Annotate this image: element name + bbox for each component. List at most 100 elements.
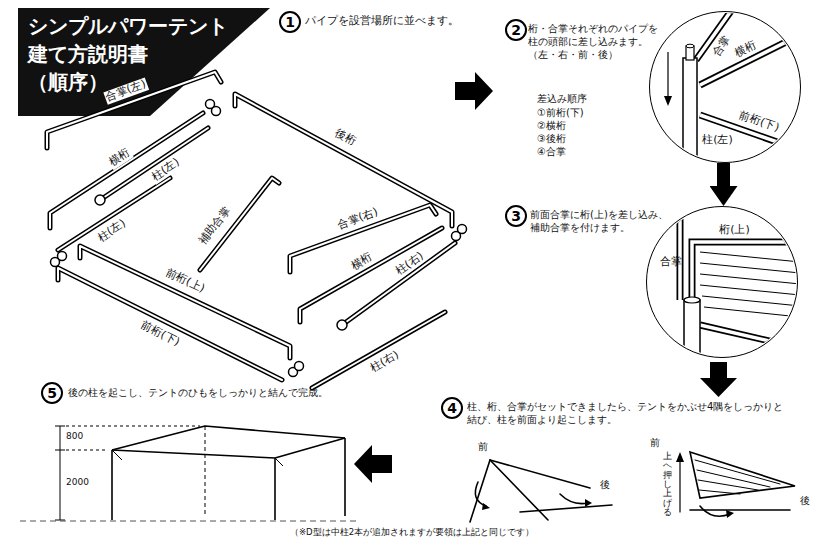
part-label: 横桁 bbox=[106, 146, 133, 170]
step-number-circle: 2 bbox=[505, 19, 527, 41]
arrowhead bbox=[726, 510, 734, 518]
pipe bbox=[700, 325, 800, 348]
motion-arrow bbox=[700, 506, 730, 516]
direction-label: 前 bbox=[650, 436, 660, 449]
part-label: 前桁(下) bbox=[138, 318, 183, 349]
arrowhead bbox=[585, 499, 592, 507]
step-instruction: 前面合掌に桁(上)を差し込み、 補助合掌を付けます。 bbox=[530, 208, 676, 234]
pipe bbox=[300, 228, 442, 322]
step-instruction: 後の柱を起こし、テントのひもをしっかりと結んで完成。 bbox=[68, 386, 328, 399]
tick bbox=[55, 426, 65, 427]
pipe bbox=[696, 4, 736, 60]
dimension-line bbox=[60, 426, 61, 520]
part-label: 前桁(下) bbox=[736, 108, 781, 134]
step-instruction: 桁・合掌それぞれのパイプを 柱の頭部に差し込みます。 （左・右・前・後） bbox=[528, 22, 666, 61]
direction-label: 後 bbox=[800, 494, 810, 507]
flow-arrow bbox=[717, 163, 730, 186]
roof-eave bbox=[112, 438, 345, 458]
part-label: 合掌 bbox=[660, 256, 671, 268]
roof-line bbox=[490, 460, 590, 488]
detail-circle: 桁(上) 合掌 bbox=[646, 206, 798, 358]
part-label: 横桁 bbox=[732, 38, 759, 60]
pipe bbox=[678, 205, 682, 300]
part-label: 柱(右) bbox=[368, 348, 403, 375]
insert-arrowhead bbox=[664, 96, 672, 106]
pipe bbox=[58, 178, 170, 250]
action-note: 上へ押し上げる bbox=[663, 452, 672, 517]
sleeve bbox=[212, 107, 221, 116]
dimension: 800 bbox=[66, 431, 83, 443]
base-ring bbox=[95, 195, 105, 205]
step-instruction: パイプを設営場所に並べます。 bbox=[305, 14, 459, 28]
hatch bbox=[700, 252, 800, 262]
motion-arrow bbox=[475, 482, 486, 506]
direction-label: 後 bbox=[600, 478, 610, 491]
hatch bbox=[704, 307, 800, 317]
part-label: 桁(上) bbox=[718, 223, 751, 236]
step5-tent bbox=[112, 426, 345, 520]
hatch bbox=[702, 296, 800, 306]
step-number-circle: 1 bbox=[279, 11, 301, 33]
direction-label: 前 bbox=[478, 440, 488, 453]
pipe bbox=[300, 228, 442, 322]
insert-arrow bbox=[667, 52, 668, 98]
pipe bbox=[80, 246, 290, 358]
step-number: 1 bbox=[285, 15, 295, 29]
part-label: 柱(左) bbox=[701, 133, 734, 146]
post bbox=[470, 460, 490, 522]
list-heading: 差込み順序 bbox=[537, 92, 587, 105]
arrowhead bbox=[482, 503, 490, 510]
push-arrowhead bbox=[676, 452, 684, 462]
base-ring bbox=[337, 320, 347, 330]
pipe bbox=[520, 505, 612, 512]
pipe bbox=[692, 242, 800, 300]
pipes-outline bbox=[47, 72, 455, 388]
tick bbox=[55, 520, 65, 521]
post bbox=[683, 58, 697, 168]
pipe bbox=[700, 325, 800, 348]
pipe bbox=[312, 312, 445, 388]
footnote: （※D型は中柱2本が追加されますが要領は上記と同じです） bbox=[290, 527, 534, 538]
order-item: ②横桁 bbox=[537, 119, 566, 132]
pipe bbox=[58, 268, 282, 380]
order-item: ③後桁 bbox=[537, 132, 566, 145]
step-number: 5 bbox=[47, 386, 57, 400]
step-number-circle: 4 bbox=[441, 397, 463, 419]
pipe bbox=[312, 312, 445, 388]
roof-ridge bbox=[112, 426, 345, 450]
pipe bbox=[50, 113, 203, 228]
hatch bbox=[698, 480, 758, 490]
skirt bbox=[275, 458, 283, 466]
sleeve bbox=[58, 252, 67, 261]
block-arrow bbox=[455, 72, 493, 110]
detail-illustration bbox=[680, 205, 800, 362]
pipe bbox=[58, 178, 170, 250]
hatch bbox=[699, 490, 740, 494]
order-item: ①前桁(下) bbox=[537, 106, 584, 119]
dimension: 2000 bbox=[66, 477, 89, 489]
post bbox=[344, 438, 346, 516]
part-label: 前桁(上) bbox=[163, 266, 208, 296]
part-label: 横桁 bbox=[348, 251, 375, 274]
step4-illustration bbox=[470, 452, 795, 522]
pipe bbox=[692, 242, 800, 300]
post bbox=[274, 458, 276, 520]
sleeve-top bbox=[686, 44, 694, 48]
step-number-circle: 3 bbox=[505, 205, 527, 227]
step-number: 3 bbox=[511, 209, 521, 223]
hatch bbox=[697, 470, 770, 487]
pipe bbox=[58, 268, 282, 380]
push-arrow bbox=[679, 460, 680, 512]
pipe bbox=[700, 35, 800, 85]
pipe bbox=[80, 246, 290, 358]
tick bbox=[55, 450, 65, 451]
part-label: 合掌(右) bbox=[335, 206, 380, 233]
sleeve bbox=[295, 362, 304, 371]
pipe bbox=[50, 113, 203, 228]
motion-arrow bbox=[560, 494, 588, 504]
pipe bbox=[342, 243, 455, 325]
part-label: 補助合掌 bbox=[196, 204, 234, 248]
